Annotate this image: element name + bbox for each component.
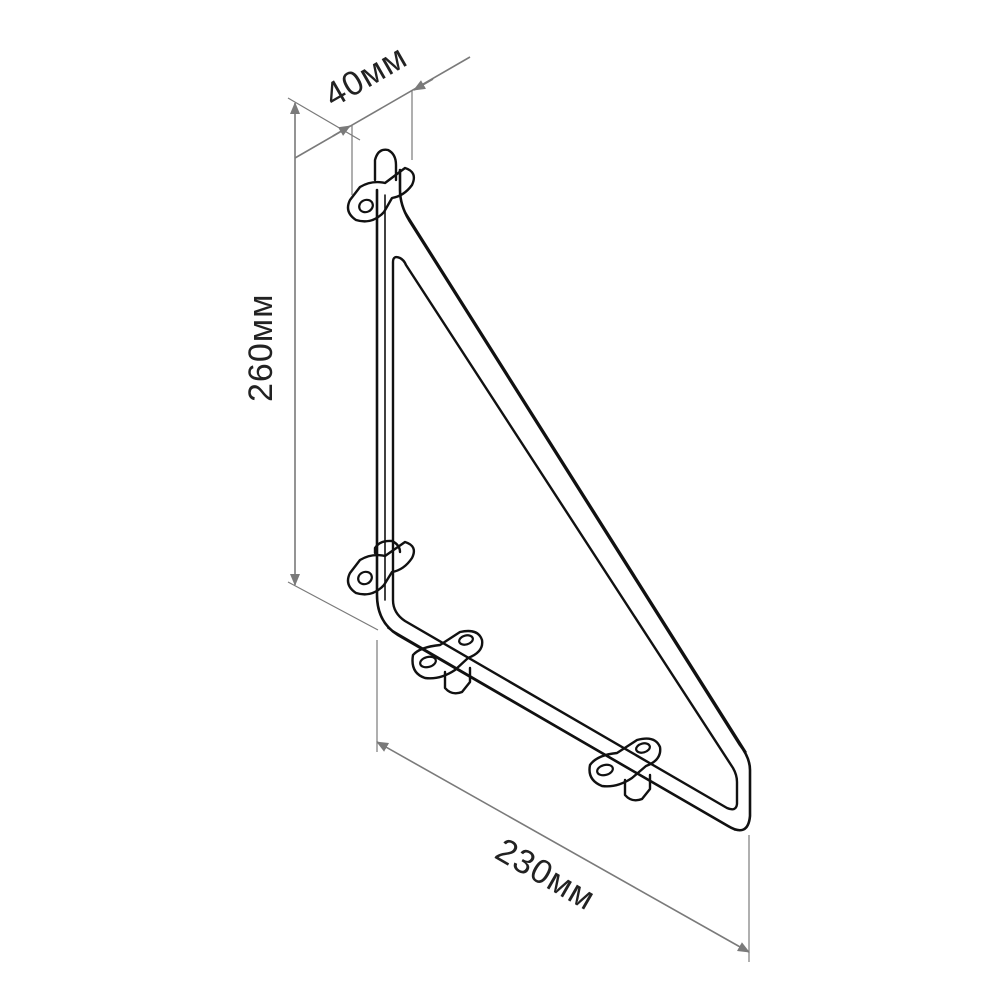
top-tab-hole: [358, 198, 374, 214]
arm-tab-left-hole: [419, 655, 437, 669]
width-dimension-line: [294, 56, 471, 159]
depth-dimension-line: [376, 741, 750, 953]
depth-dimension: 230мм: [376, 640, 750, 962]
depth-dimension-label: 230мм: [489, 831, 602, 918]
bracket-edge-diagonal: [403, 209, 747, 753]
arm-tab-right-hole: [596, 763, 614, 777]
shelf-bracket: [346, 148, 752, 832]
height-dimension: 260мм: [242, 97, 379, 631]
dimensions: 40мм 260мм 230мм: [242, 38, 750, 962]
top-mounting-tab: [346, 148, 416, 223]
bracket-edge-bottom: [387, 627, 736, 831]
height-dimension-label: 260мм: [242, 294, 280, 402]
bracket-outer-contour: [375, 168, 752, 832]
middle-mounting-tab: [346, 539, 416, 596]
width-dimension: 40мм: [294, 38, 471, 195]
width-dimension-label: 40мм: [318, 38, 414, 115]
arm-mounting-tab-left: [411, 629, 484, 695]
arm-mounting-tab-right: [588, 737, 662, 802]
middle-tab-hole: [357, 570, 373, 586]
bracket-inner-contour: [391, 255, 739, 811]
